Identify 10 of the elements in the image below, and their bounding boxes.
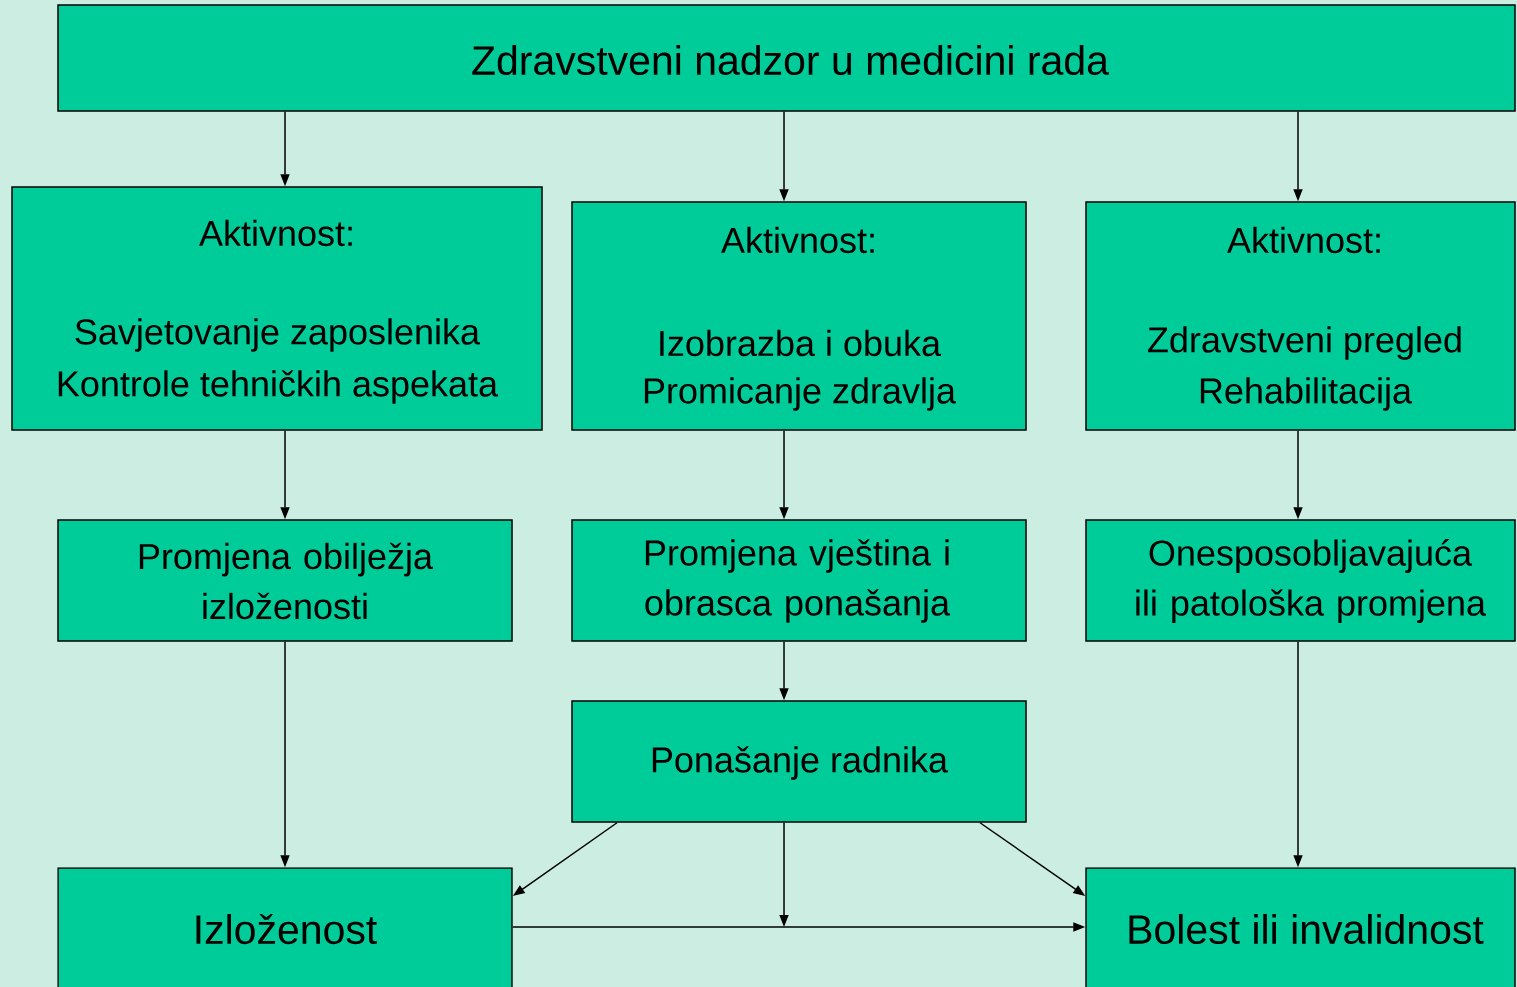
process-box: Ponašanje radnika bbox=[571, 700, 1027, 823]
process-box: Aktivnost: Izobrazba i obuka Promicanje zdravlja bbox=[571, 201, 1027, 431]
process-box: Bolest ili invalidnost bbox=[1085, 867, 1516, 987]
process-box: Promjena vještina i obrasca ponašanja bbox=[571, 519, 1027, 642]
process-box: Aktivnost: Zdravstveni pregled Rehabilitacija bbox=[1085, 201, 1516, 431]
process-box: Promjena obilježja izloženosti bbox=[57, 519, 513, 642]
process-box: Aktivnost: Savjetovanje zaposlenika Kontrole tehničkih aspekata bbox=[11, 186, 543, 431]
process-box: Onesposobljavajuća ili patološka promjena bbox=[1085, 519, 1516, 642]
process-box: Izloženost bbox=[57, 867, 513, 987]
title-box: Zdravstveni nadzor u medicini rada bbox=[57, 4, 1516, 112]
